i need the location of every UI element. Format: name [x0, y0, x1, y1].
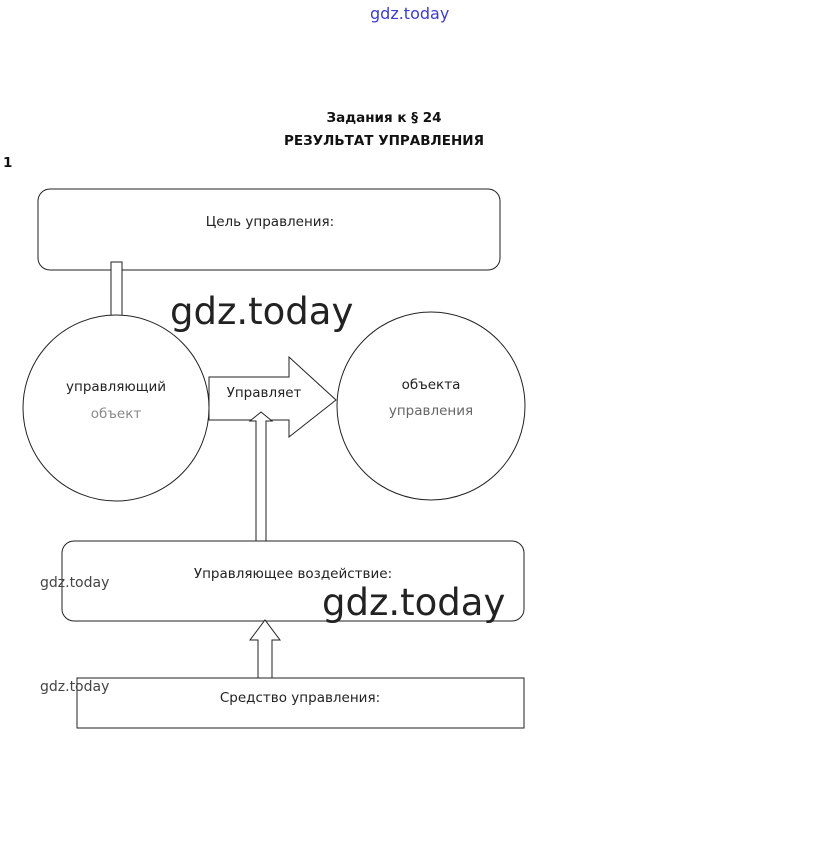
influence-box-label: Управляющее воздействие: [194, 566, 392, 582]
page-subtitle: РЕЗУЛЬТАТ УПРАВЛЕНИЯ [284, 133, 484, 149]
controlling-object-label-1: управляющий [66, 379, 166, 395]
means-box [76, 677, 525, 729]
task-number: 1 [3, 155, 12, 171]
controlling-object-label-2: объект [91, 406, 142, 422]
controlled-object-circle [336, 311, 526, 501]
up-arrow-icon [249, 619, 281, 679]
controlled-object-label-2: управления [389, 403, 473, 419]
right-arrow-icon [208, 355, 337, 439]
watermark-small-1: gdz.today [40, 575, 109, 591]
controlled-object-label-1: объекта [402, 377, 461, 393]
influence-box [61, 540, 525, 622]
means-box-label: Средство управления: [220, 690, 380, 706]
goal-box-label: Цель управления: [206, 214, 334, 230]
watermark-small-2: gdz.today [40, 679, 109, 695]
goal-box [37, 188, 501, 271]
watermark-big-1: gdz.today [170, 290, 353, 333]
up-arrow-icon [248, 411, 274, 542]
page-title: Задания к § 24 [327, 110, 442, 126]
watermark-top: gdz.today [370, 4, 449, 23]
arrow-label: Управляет [227, 385, 302, 401]
watermark-big-2: gdz.today [322, 581, 505, 624]
